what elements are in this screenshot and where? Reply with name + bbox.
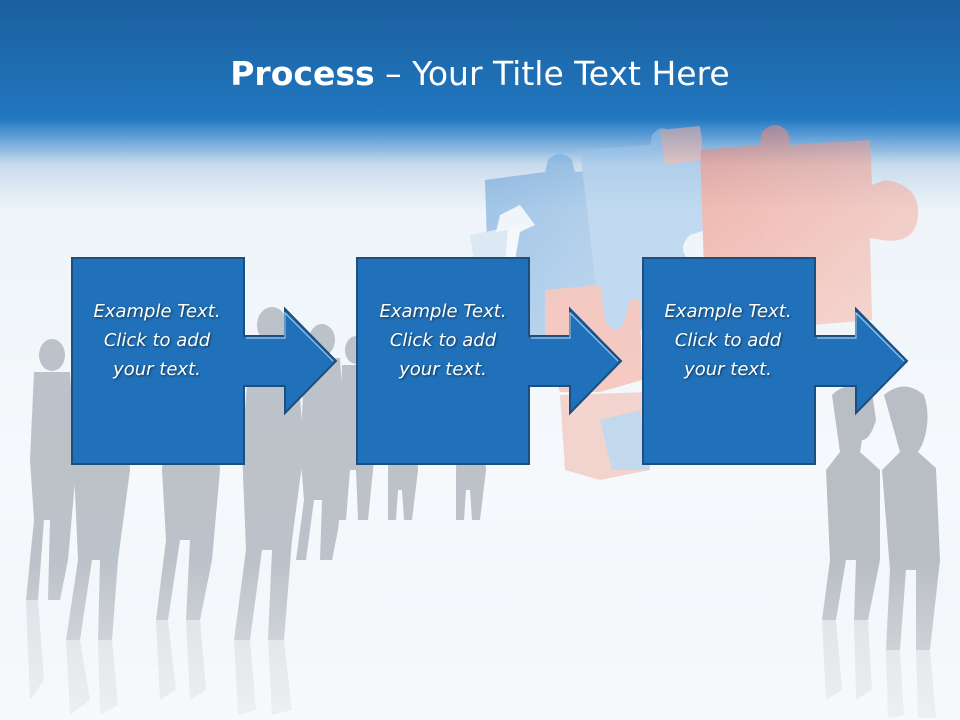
title-bold-text: Process (230, 54, 375, 93)
process-step-3-shape (642, 257, 909, 465)
process-step-1-text[interactable]: Example Text. Click to add your text. (72, 258, 242, 464)
process-step-1-shape (71, 257, 338, 465)
step-2-label: Example Text. Click to add your text. (379, 300, 507, 380)
title-rest-text: – Your Title Text Here (374, 54, 730, 93)
process-step-2-shape (356, 257, 623, 465)
step-1-label: Example Text. Click to add your text. (93, 300, 221, 380)
step-3-label: Example Text. Click to add your text. (664, 300, 792, 380)
slide-title[interactable]: Process – Your Title Text Here (0, 52, 960, 96)
process-step-3-text[interactable]: Example Text. Click to add your text. (643, 258, 813, 464)
process-step-2-text[interactable]: Example Text. Click to add your text. (358, 258, 528, 464)
